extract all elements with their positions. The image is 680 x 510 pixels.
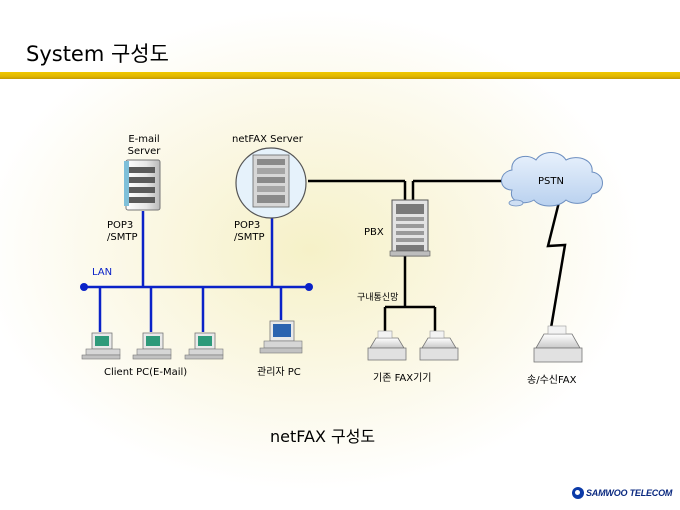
- netfax-server-icon: [235, 147, 307, 219]
- wireless-link-pstn-fax: [546, 197, 567, 329]
- netfax-server-protocol-line1: POP3: [234, 220, 261, 231]
- remote-fax-icon: [533, 325, 583, 363]
- lan-label: LAN: [92, 267, 113, 278]
- netfax-server-protocol: POP3 /SMTP: [234, 220, 264, 244]
- logo-mark-icon: [572, 487, 584, 499]
- company-logo: SAMWOO TELECOM: [572, 487, 672, 499]
- diagram-caption: netFAX 구성도: [270, 427, 376, 446]
- slide-title: System 구성도: [26, 42, 169, 66]
- email-server-icon: [124, 159, 161, 211]
- internal-line-label: 구내통신망: [357, 293, 399, 303]
- lan-links: [84, 211, 309, 332]
- pstn-label: PSTN: [538, 176, 564, 187]
- existing-fax-icon-2: [419, 330, 459, 361]
- client-pc-label: Client PC(E-Mail): [104, 367, 188, 378]
- pbx-label: PBX: [364, 227, 384, 238]
- client-pc-icon-2: [132, 332, 172, 360]
- lan-endpoints: [80, 283, 313, 291]
- email-server-label-line2: Server: [127, 146, 161, 157]
- pstn-cloud-icon: [501, 152, 603, 207]
- admin-pc-label: 관리자 PC: [257, 367, 301, 378]
- client-pc-icon-3: [184, 332, 224, 360]
- admin-pc-icon: [259, 320, 303, 354]
- phone-links: [308, 179, 567, 337]
- lan-end-right: [305, 283, 313, 291]
- email-server-label: E-mail Server: [122, 134, 166, 158]
- logo-text: SAMWOO TELECOM: [586, 488, 673, 498]
- existing-fax-icon-1: [367, 330, 407, 361]
- client-pc-icon-1: [81, 332, 121, 360]
- netfax-server-label: netFAX Server: [232, 134, 303, 145]
- pbx-icon: [389, 199, 431, 257]
- remote-fax-label: 송/수신FAX: [527, 375, 577, 386]
- netfax-server-protocol-line2: /SMTP: [234, 232, 265, 243]
- email-server-protocol-line2: /SMTP: [107, 232, 138, 243]
- lan-end-left: [80, 283, 88, 291]
- email-server-protocol-line1: POP3: [107, 220, 134, 231]
- email-server-protocol: POP3 /SMTP: [107, 220, 137, 244]
- existing-fax-label: 기존 FAX기기: [373, 373, 432, 384]
- email-server-label-line1: E-mail: [128, 134, 160, 145]
- title-underline-bar: [0, 72, 680, 79]
